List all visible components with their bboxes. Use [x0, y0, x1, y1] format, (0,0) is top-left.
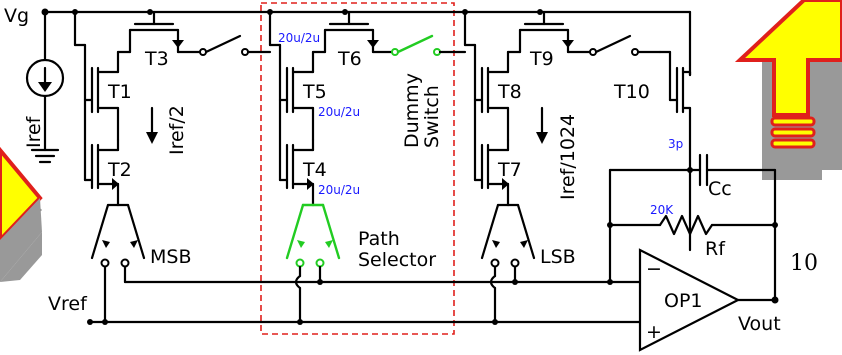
t10-label: T10 [613, 81, 650, 103]
cap-value-label: 3p [668, 137, 683, 151]
t4-label: T4 [302, 159, 327, 181]
t9-label: T9 [529, 48, 554, 70]
t2-label: T2 [107, 159, 132, 181]
vg-bus [41, 8, 692, 77]
dummy-switch-label-2: Switch [421, 85, 443, 148]
path-selector-box [260, 2, 455, 335]
feedback-network [607, 153, 778, 302]
left-arrow-icon [0, 146, 43, 282]
op-amp [638, 248, 779, 352]
summing-bus [87, 279, 642, 325]
iref-1024-label: Iref/1024 [557, 114, 579, 200]
path-selector-label-1: Path [358, 228, 400, 250]
vout-label: Vout [738, 313, 781, 335]
path-selector-column [268, 10, 467, 324]
t6-label: T6 [337, 48, 362, 70]
page-number: 10 [790, 251, 818, 276]
vref-label: Vref [48, 293, 88, 315]
msb-label: MSB [150, 246, 192, 268]
rf-label: Rf [705, 238, 726, 260]
dummy-switch-label-1: Dummy [401, 73, 423, 148]
cc-label: Cc [708, 178, 732, 200]
op1-label: OP1 [664, 290, 703, 312]
t4-size-label: 20u/2u [318, 183, 360, 197]
iref-source [25, 10, 65, 164]
op-plus-label: + [646, 321, 662, 343]
t1-label: T1 [107, 81, 132, 103]
t8-label: T8 [497, 81, 522, 103]
up-arrow-icon [734, 0, 842, 180]
t5-size-label: 20u/2u [318, 105, 360, 119]
path-selector-label-2: Selector [358, 249, 436, 271]
vg-label: Vg [4, 5, 29, 27]
iref-half-label: Iref/2 [166, 105, 188, 155]
msb-column [73, 10, 272, 324]
op-minus-label: − [646, 258, 662, 280]
iref-label: Iref [23, 115, 45, 148]
t3-label: T3 [144, 48, 169, 70]
t10-transistor [658, 50, 692, 252]
t5-label: T5 [302, 81, 327, 103]
t6-size-label: 20u/2u [278, 31, 320, 45]
lsb-column [463, 10, 662, 324]
res-value-label: 20K [650, 203, 674, 217]
t7-label: T7 [497, 159, 522, 181]
lsb-label: LSB [540, 246, 576, 268]
